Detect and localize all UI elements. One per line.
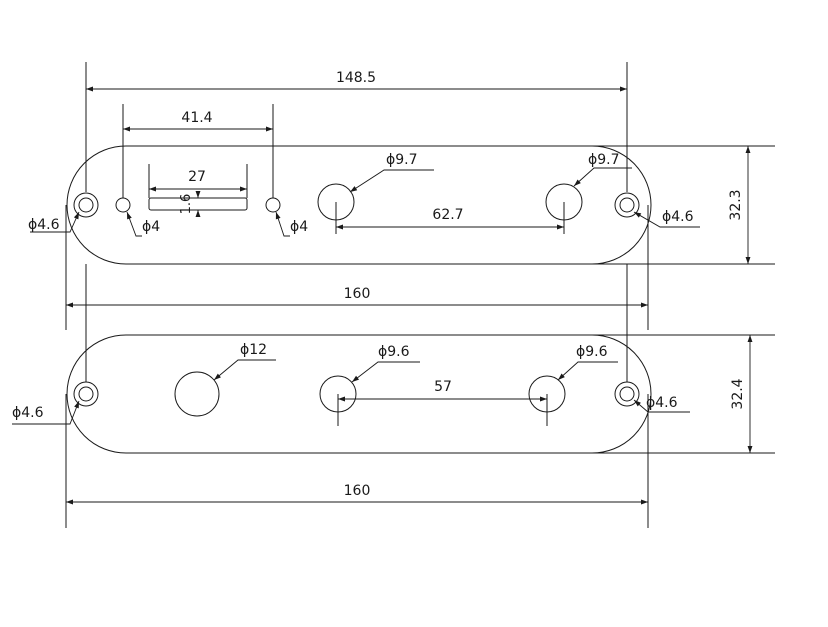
plate-1-mount-hole-right-inner [619,197,635,213]
dim-label-width: 160 [344,286,371,302]
plate-2-mount-hole-right-inner [619,386,635,402]
plate-1-mount-hole-left-inner [78,197,94,213]
plate-1-screw-hole-left [115,197,131,213]
dim-label-height-2: 32.4 [730,378,746,409]
dim-label-slot-length: 27 [188,169,206,185]
label-pot-1: ϕ9.7 [386,152,418,168]
dim-label-pot-spacing-2: 57 [434,379,452,395]
plate-1-outline [66,145,652,265]
leader-mount-right [633,211,700,228]
leader-mount-left-2 [12,400,80,425]
plate-1-mount-hole-right [614,192,640,218]
dim-label-height: 32.3 [728,189,744,220]
plate-1-screw-hole-right [265,197,281,213]
plate-2-outline [66,334,652,454]
leader-screw-left [126,211,142,237]
plate-1-switch-slot [148,197,248,211]
dim-label-span: 148.5 [336,70,376,86]
plate-2: 57 160 32.4 ϕ4.6 ϕ4.6 ϕ12 ϕ9.6 ϕ9.6 [12,264,775,528]
dim-label-width-2: 160 [344,483,371,499]
leader-mount-right-2 [633,399,690,413]
dim-label-offset: 41.4 [181,110,212,126]
label-pot-2: ϕ9.7 [588,152,620,168]
leader-switch-hole [213,359,276,381]
label-pot-1-2: ϕ9.6 [378,344,410,360]
label-switch-hole: ϕ12 [240,342,267,358]
label-screw-right: ϕ4 [290,219,308,235]
label-screw-left: ϕ4 [142,219,160,235]
leader-screw-right [275,211,290,237]
plate-1-mount-hole-left [73,192,99,218]
label-pot-2-2: ϕ9.6 [576,344,608,360]
dim-label-pot-spacing: 62.7 [432,207,463,223]
leader-pot-1-2 [351,361,420,383]
plate-2-switch-hole [174,371,220,417]
plate-1: 148.5 41.4 27 1.6 62.7 160 32.3 ϕ4.6 ϕ4.… [28,62,775,330]
dim-label-slot-width: 1.6 [179,194,194,215]
label-mount-left-2: ϕ4.6 [12,405,44,421]
plate-2-mount-hole-left [73,381,99,407]
leader-pot-2 [573,167,632,187]
leader-pot-1 [349,169,434,193]
label-mount-right: ϕ4.6 [662,209,694,225]
leader-mount-left [30,211,80,233]
plate-2-mount-hole-left-inner [78,386,94,402]
plate-2-mount-hole-right [614,381,640,407]
label-mount-right-2: ϕ4.6 [646,395,678,411]
label-mount-left: ϕ4.6 [28,217,60,233]
leader-pot-2-2 [557,361,618,381]
